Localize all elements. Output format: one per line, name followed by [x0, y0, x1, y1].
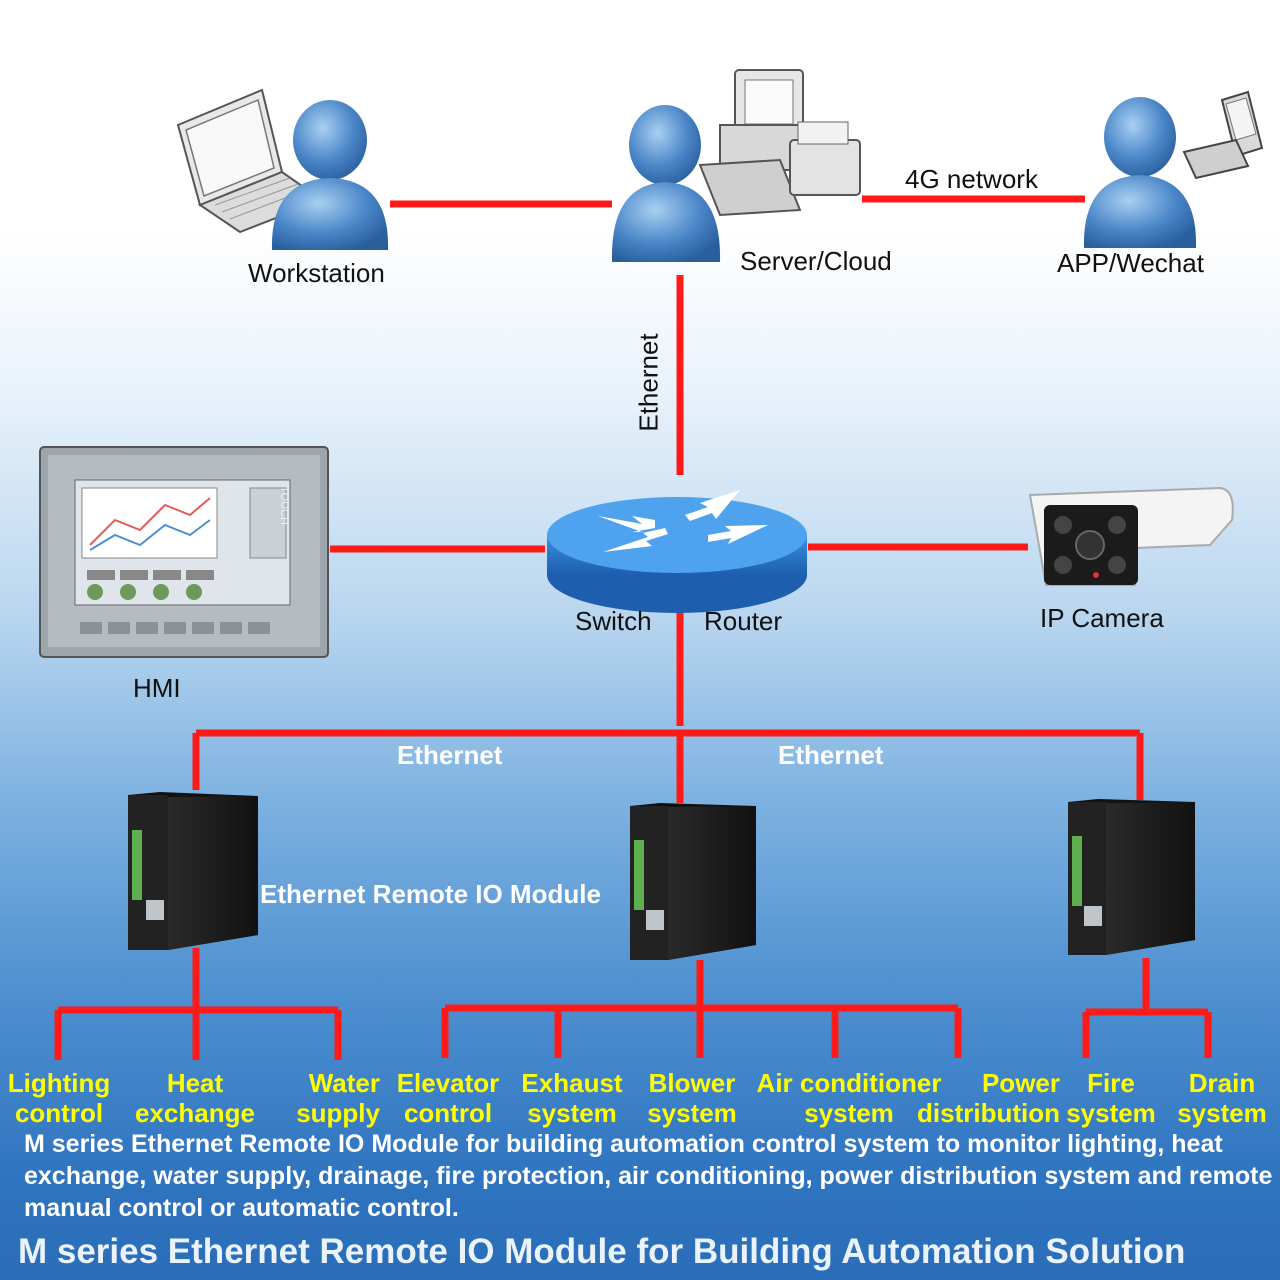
page-title: M series Ethernet Remote IO Module for B… [18, 1232, 1186, 1271]
server-icon [698, 69, 861, 217]
io-module-icon [1068, 799, 1195, 955]
person-icon [1083, 97, 1197, 248]
camera-label: IP Camera [1040, 603, 1164, 633]
server-label: Server/Cloud [740, 246, 892, 276]
hmi-label: HMI [133, 673, 181, 703]
io-module-icon [128, 792, 258, 950]
ethernet-right-label: Ethernet [778, 740, 884, 770]
switch-label: Switch [575, 606, 652, 636]
app-label: APP/Wechat [1057, 248, 1204, 278]
ethernet-vertical-label: Ethernet [633, 333, 664, 432]
ethernet-left-label: Ethernet [397, 740, 503, 770]
workstation-label: Workstation [248, 258, 385, 288]
phone-icon [1182, 90, 1264, 180]
person-icon [611, 105, 721, 262]
4g-network-label: 4G network [905, 164, 1038, 194]
router-label: Router [704, 606, 783, 636]
hmi-panel-icon [39, 446, 329, 658]
description-text: M series Ethernet Remote IO Module for b… [24, 1130, 1273, 1222]
io-module-icon [630, 803, 756, 960]
router-icon [547, 490, 807, 613]
person-icon [271, 100, 389, 250]
camera-icon [1028, 486, 1234, 586]
module-label: Ethernet Remote IO Module [260, 879, 601, 909]
laptop-icon [176, 88, 325, 234]
connection-lines [54, 195, 1212, 1060]
hmi-brand-label: TOUCH [278, 486, 290, 525]
